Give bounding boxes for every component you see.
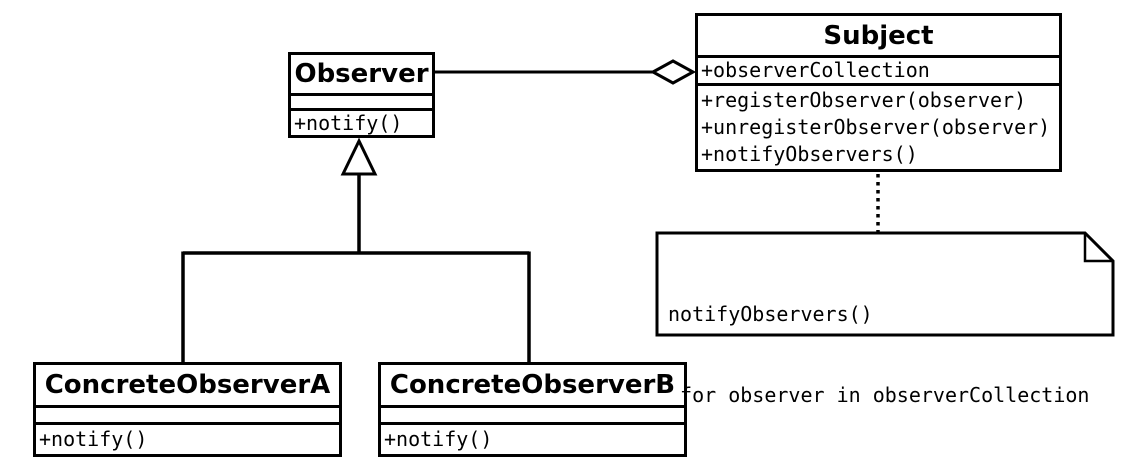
class-methods-subject: +registerObserver(observer) +unregisterO… <box>698 83 1059 169</box>
method-subject-unregister-observer: +unregisterObserver(observer) <box>701 115 1051 139</box>
generalization-triangle-icon <box>340 137 378 176</box>
class-box-observer: Observer +notify() <box>288 52 435 138</box>
method-concrete-observer-a-notify: +notify() <box>39 427 148 451</box>
class-name-concrete-observer-b: ConcreteObserverB <box>389 370 676 400</box>
class-box-concrete-observer-b: ConcreteObserverB +notify() <box>378 362 687 457</box>
class-methods-concrete-observer-a: +notify() <box>36 422 339 454</box>
method-observer-notify: +notify() <box>294 111 403 135</box>
method-subject-register-observer: +registerObserver(observer) <box>701 88 1027 112</box>
class-attributes-concrete-observer-b <box>381 405 684 422</box>
method-subject-notify-observers: +notifyObservers() <box>701 142 918 166</box>
class-name-observer: Observer <box>294 59 429 89</box>
class-attributes-observer <box>291 93 432 108</box>
generalization-tree-line <box>181 174 531 362</box>
note-fold-icon <box>1083 233 1113 263</box>
note-line-2: for observer in observerCollection <box>668 383 1090 407</box>
class-attributes-subject: +observerCollection <box>698 55 1059 83</box>
class-box-concrete-observer-a: ConcreteObserverA +notify() <box>33 362 342 457</box>
note-shape <box>655 231 1115 337</box>
note-line-1: notifyObservers() <box>668 302 873 326</box>
note-pseudocode: notifyObservers() for observer in observ… <box>668 247 1089 465</box>
method-concrete-observer-b-notify: +notify() <box>384 427 493 451</box>
class-box-subject: Subject +observerCollection +registerObs… <box>695 13 1062 172</box>
attribute-subject-observer-collection: +observerCollection <box>701 58 930 82</box>
class-methods-observer: +notify() <box>291 108 432 135</box>
class-name-concrete-observer-a: ConcreteObserverA <box>44 370 331 400</box>
class-attributes-concrete-observer-a <box>36 405 339 422</box>
class-methods-concrete-observer-b: +notify() <box>381 422 684 454</box>
class-name-subject: Subject <box>823 20 934 51</box>
aggregation-diamond-icon <box>649 59 697 85</box>
